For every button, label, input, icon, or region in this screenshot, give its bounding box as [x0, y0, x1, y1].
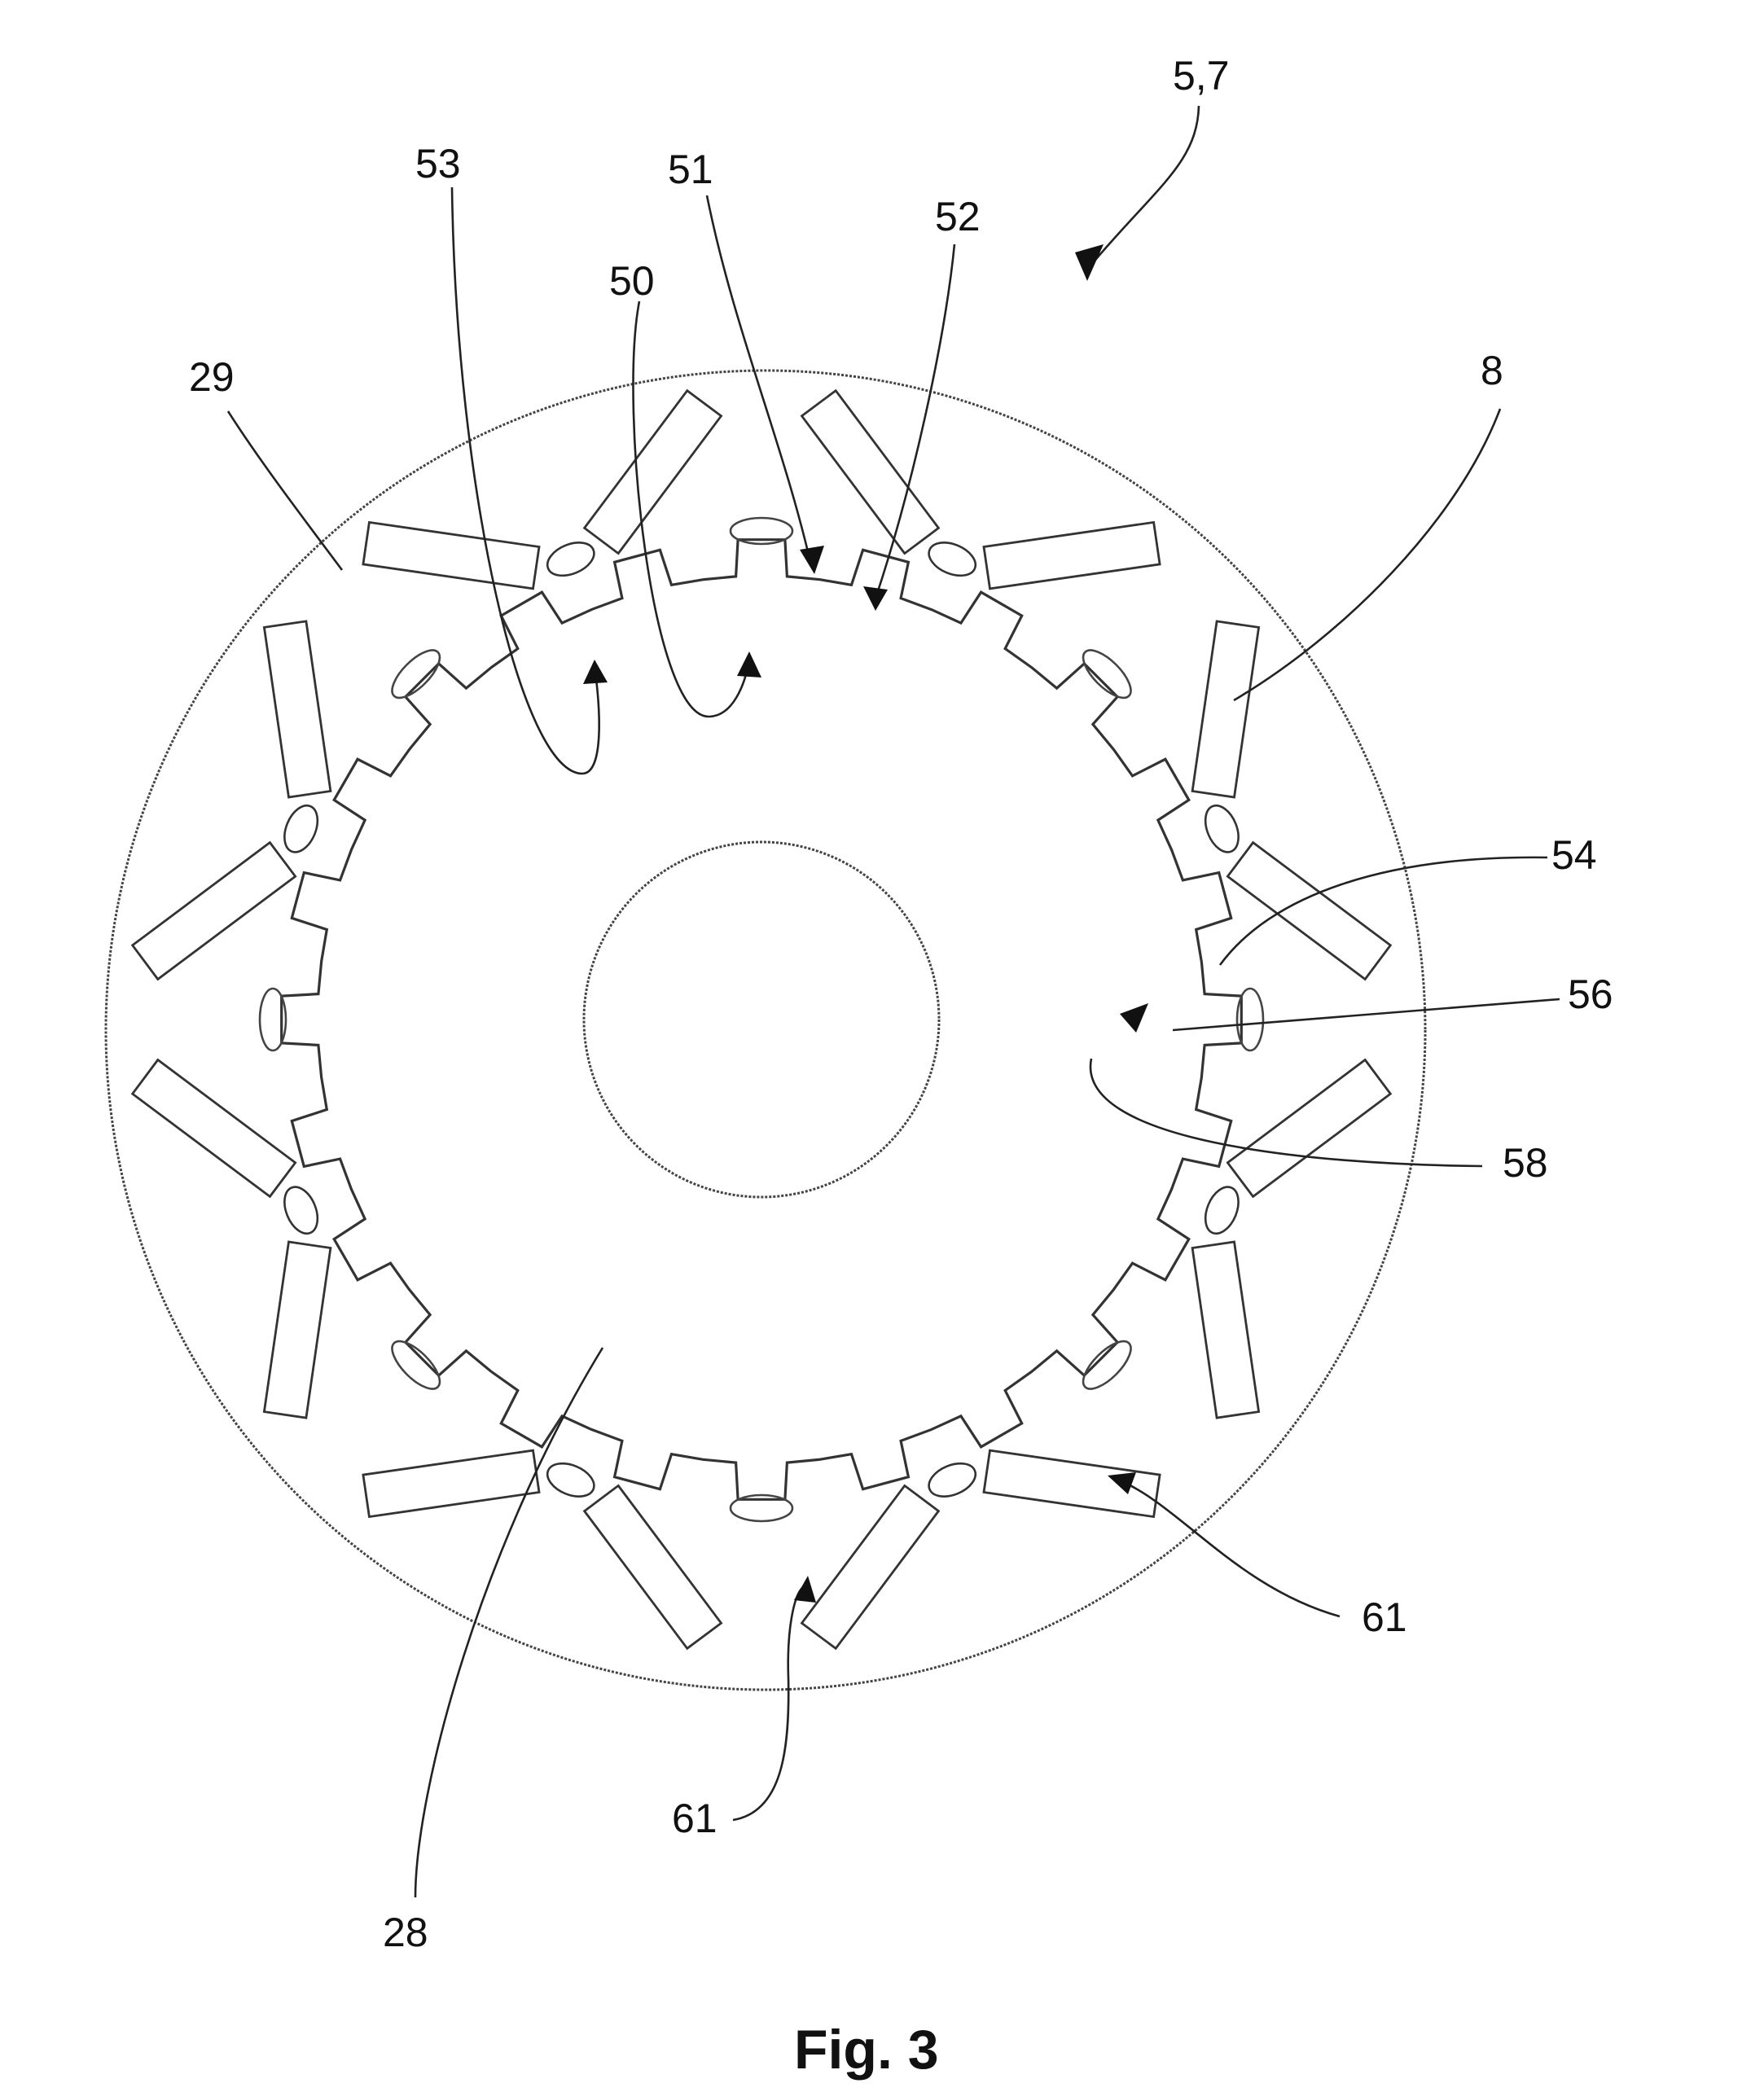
- flux-barrier: [1204, 1186, 1240, 1235]
- ref-label-61-right: 61: [1362, 1594, 1407, 1640]
- arrowhead-5-7: [1075, 244, 1104, 281]
- ref-label-28: 28: [383, 1910, 428, 1955]
- ref-label-58: 58: [1503, 1140, 1548, 1186]
- ref-label-54: 54: [1551, 832, 1597, 878]
- leader-51: [705, 195, 812, 563]
- ref-label-8: 8: [1481, 348, 1503, 393]
- arrowhead-58: [1120, 1003, 1148, 1033]
- leader-8: [1233, 408, 1502, 702]
- cooling-hole: [729, 516, 794, 546]
- magnet-pocket: [262, 620, 332, 799]
- ref-label-5-7: 5,7: [1173, 53, 1230, 99]
- arrowhead-61-bottom: [794, 1576, 816, 1603]
- ref-label-61-bottom: 61: [672, 1796, 717, 1841]
- leader-52: [874, 243, 956, 599]
- magnet-pocket: [982, 520, 1161, 590]
- flux-barrier: [283, 804, 319, 853]
- cooling-hole: [1082, 649, 1132, 700]
- arrowhead-50: [737, 651, 761, 678]
- leader-53: [450, 186, 600, 775]
- leader-5-7: [1090, 105, 1200, 265]
- cooling-hole: [258, 987, 287, 1052]
- arrowhead-52: [863, 586, 888, 611]
- magnet-pocket: [582, 388, 723, 555]
- ref-label-29: 29: [189, 354, 235, 400]
- magnet-pocket: [1226, 840, 1393, 981]
- flux-barrier: [928, 1462, 977, 1498]
- cooling-hole: [729, 1493, 794, 1523]
- shaft-bore: [582, 840, 941, 1199]
- magnet-pocket: [982, 1449, 1161, 1519]
- leader-58: [1089, 1058, 1483, 1168]
- flux-barrier: [283, 1186, 319, 1235]
- flux-barrier: [546, 542, 595, 577]
- ref-label-50: 50: [609, 258, 655, 304]
- magnet-pocket: [800, 1484, 941, 1651]
- arrowhead-53: [583, 660, 608, 684]
- magnet-pocket: [582, 1484, 723, 1651]
- flux-barrier: [928, 542, 977, 577]
- cooling-hole: [391, 649, 441, 700]
- cooling-hole: [1082, 1340, 1132, 1390]
- ref-label-52: 52: [935, 194, 981, 239]
- magnet-pocket: [800, 388, 941, 555]
- arrowheads: [583, 244, 1148, 1603]
- magnet-pocket: [1226, 1058, 1393, 1199]
- flux-barrier: [546, 1462, 595, 1498]
- magnet-pocket: [1191, 1240, 1261, 1419]
- magnet-pocket: [362, 1449, 541, 1519]
- leader-54: [1218, 856, 1548, 966]
- rotor-lamination: [130, 388, 1393, 1651]
- magnet-pocket: [130, 840, 297, 981]
- leader-lines: [226, 105, 1560, 1898]
- cooling-hole: [1235, 987, 1265, 1052]
- magnet-pocket: [130, 1058, 297, 1199]
- ref-label-56: 56: [1568, 971, 1613, 1017]
- outer-lamination-outline: [104, 369, 1427, 1691]
- arrowhead-51: [800, 546, 824, 574]
- toothed-inner-contour: [280, 538, 1243, 1501]
- magnet-pocket: [1191, 620, 1261, 799]
- ref-label-51: 51: [668, 147, 713, 192]
- magnet-pocket: [362, 520, 541, 590]
- flux-barrier: [1204, 804, 1240, 853]
- leader-28: [414, 1347, 604, 1898]
- cooling-hole: [391, 1340, 441, 1390]
- leader-56: [1172, 998, 1560, 1032]
- ref-label-53: 53: [415, 141, 461, 186]
- leader-29: [226, 410, 344, 571]
- leader-61-bottom: [732, 1587, 803, 1822]
- arrowhead-61-right: [1108, 1472, 1136, 1494]
- magnet-pocket: [262, 1240, 332, 1419]
- leader-61-right: [1119, 1479, 1341, 1618]
- leader-50: [632, 300, 751, 718]
- figure-caption: Fig. 3: [794, 2019, 939, 2081]
